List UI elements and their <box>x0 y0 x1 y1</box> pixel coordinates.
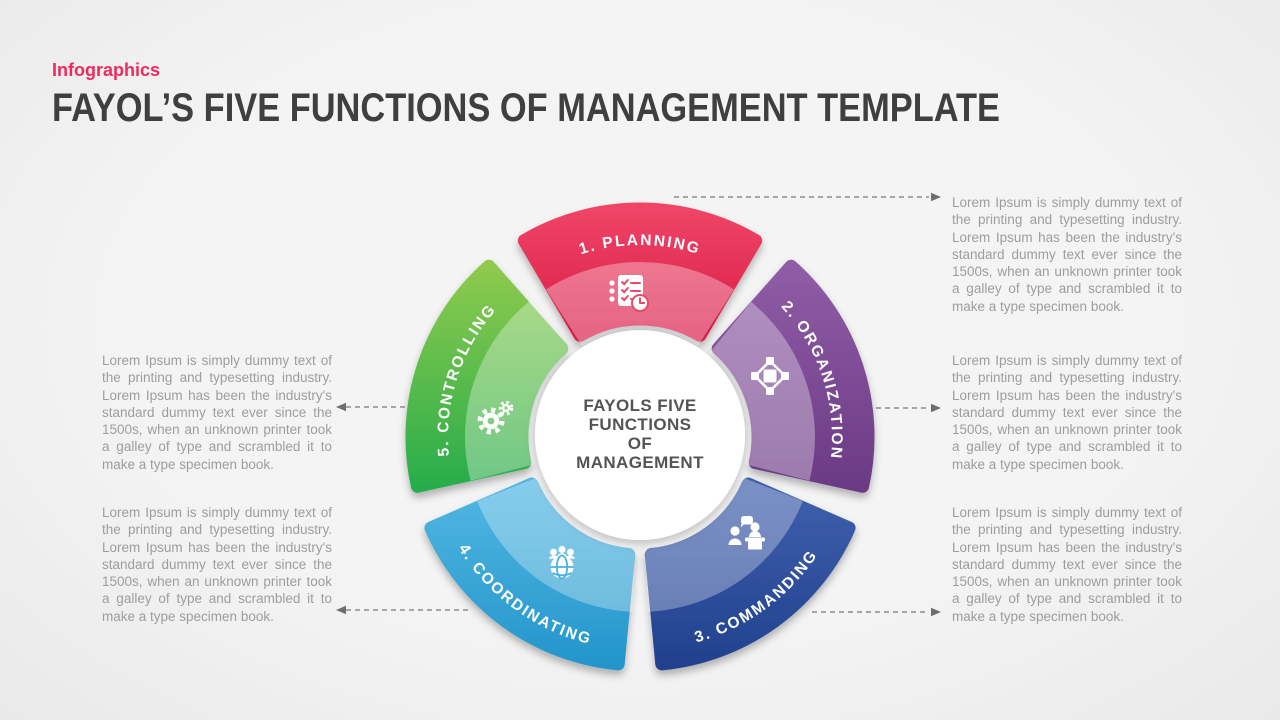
arrowhead-right-icon <box>931 607 941 617</box>
arrowhead-right-icon <box>931 192 941 202</box>
arrowhead-left-icon <box>336 402 346 412</box>
speaker-desk-icon <box>728 516 765 550</box>
checklist-clock-icon <box>609 275 649 312</box>
dashed-connector-arrow <box>336 605 472 615</box>
dashed-connector-arrow <box>336 402 416 412</box>
gears-icon <box>477 400 514 435</box>
segment-commanding-innerband <box>644 476 803 612</box>
page-title[interactable]: FAYOL’S FIVE FUNCTIONS OF MANAGEMENT TEM… <box>52 86 1000 130</box>
center-line: FAYOLS FIVE <box>583 396 697 415</box>
callout-coordinating-text[interactable]: Lorem Ipsum is simply dummy text of the … <box>102 505 332 624</box>
org-network-icon <box>751 357 789 395</box>
callout-organization-text[interactable]: Lorem Ipsum is simply dummy text of the … <box>952 353 1182 472</box>
callout-controlling-text[interactable]: Lorem Ipsum is simply dummy text of the … <box>102 353 332 472</box>
segment-organization-shape[interactable] <box>711 259 875 493</box>
arrowhead-left-icon <box>336 605 346 615</box>
dashed-connector-arrow <box>674 192 941 202</box>
segment-commanding[interactable] <box>644 476 856 671</box>
dashed-connector-arrow <box>876 403 941 413</box>
segment-commanding-shape[interactable] <box>644 477 856 671</box>
segment-controlling-shape[interactable] <box>405 259 569 493</box>
callout-commanding-text[interactable]: Lorem Ipsum is simply dummy text of the … <box>952 505 1182 624</box>
segment-organization-innerband <box>708 302 815 481</box>
segment-planning-shape[interactable] <box>517 202 763 342</box>
segment-coordinating-shape[interactable] <box>424 477 636 671</box>
center-line: MANAGEMENT <box>576 453 704 472</box>
connector-arrows <box>336 192 941 617</box>
segment-coordinating[interactable] <box>424 476 636 671</box>
segment-controlling-innerband <box>465 300 573 481</box>
callout-planning-text[interactable]: Lorem Ipsum is simply dummy text of the … <box>952 195 1182 314</box>
global-team-icon <box>549 545 575 580</box>
arrowhead-right-icon <box>931 403 941 413</box>
center-hub-circle[interactable] <box>535 330 745 540</box>
center-line: FUNCTIONS <box>588 415 692 434</box>
center-hub-title[interactable]: FAYOLS FIVE FUNCTIONS OF MANAGEMENT <box>555 396 725 472</box>
segment-coordinating-innerband <box>477 476 636 612</box>
eyebrow-label[interactable]: Infographics <box>52 60 161 80</box>
segment-controlling[interactable] <box>405 259 573 493</box>
segment-organization[interactable] <box>708 259 875 493</box>
center-line: OF <box>627 434 653 453</box>
dashed-connector-arrow <box>812 607 941 617</box>
